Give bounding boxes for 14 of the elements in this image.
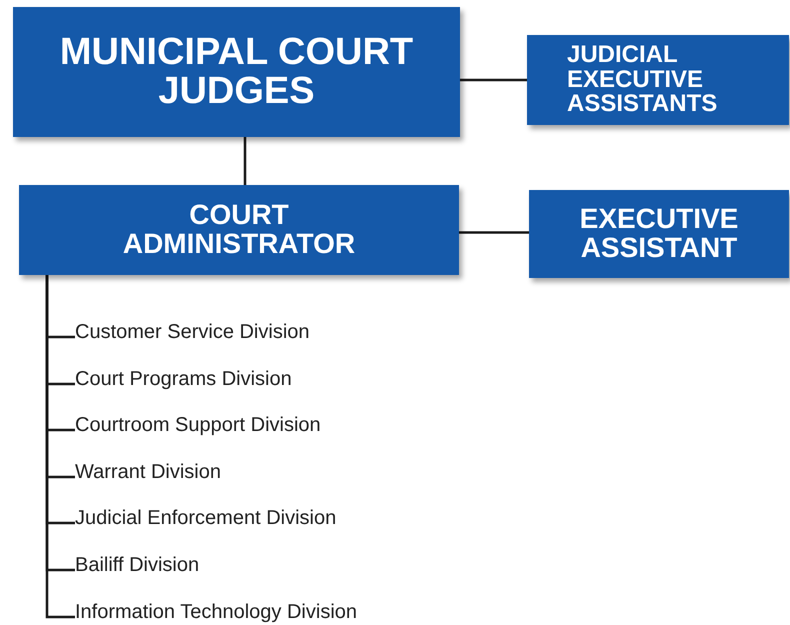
connector-line [460,78,527,82]
division-label: Warrant Division [75,459,221,485]
division-label: Court Programs Division [75,366,292,392]
org-box: COURT ADMINISTRATOR [19,185,459,275]
division-label: Courtroom Support Division [75,412,321,438]
connector-line [244,137,246,185]
division-label: Customer Service Division [75,319,310,345]
org-box: MUNICIPAL COURT JUDGES [13,7,460,137]
connector-line [459,231,529,234]
division-label: Information Technology Division [75,599,358,625]
division-label: Judicial Enforcement Division [75,505,336,531]
org-box: JUDICIAL EXECUTIVE ASSISTANTS [527,35,789,125]
org-box: EXECUTIVE ASSISTANT [529,190,789,278]
division-label: Bailiff Division [75,552,200,578]
